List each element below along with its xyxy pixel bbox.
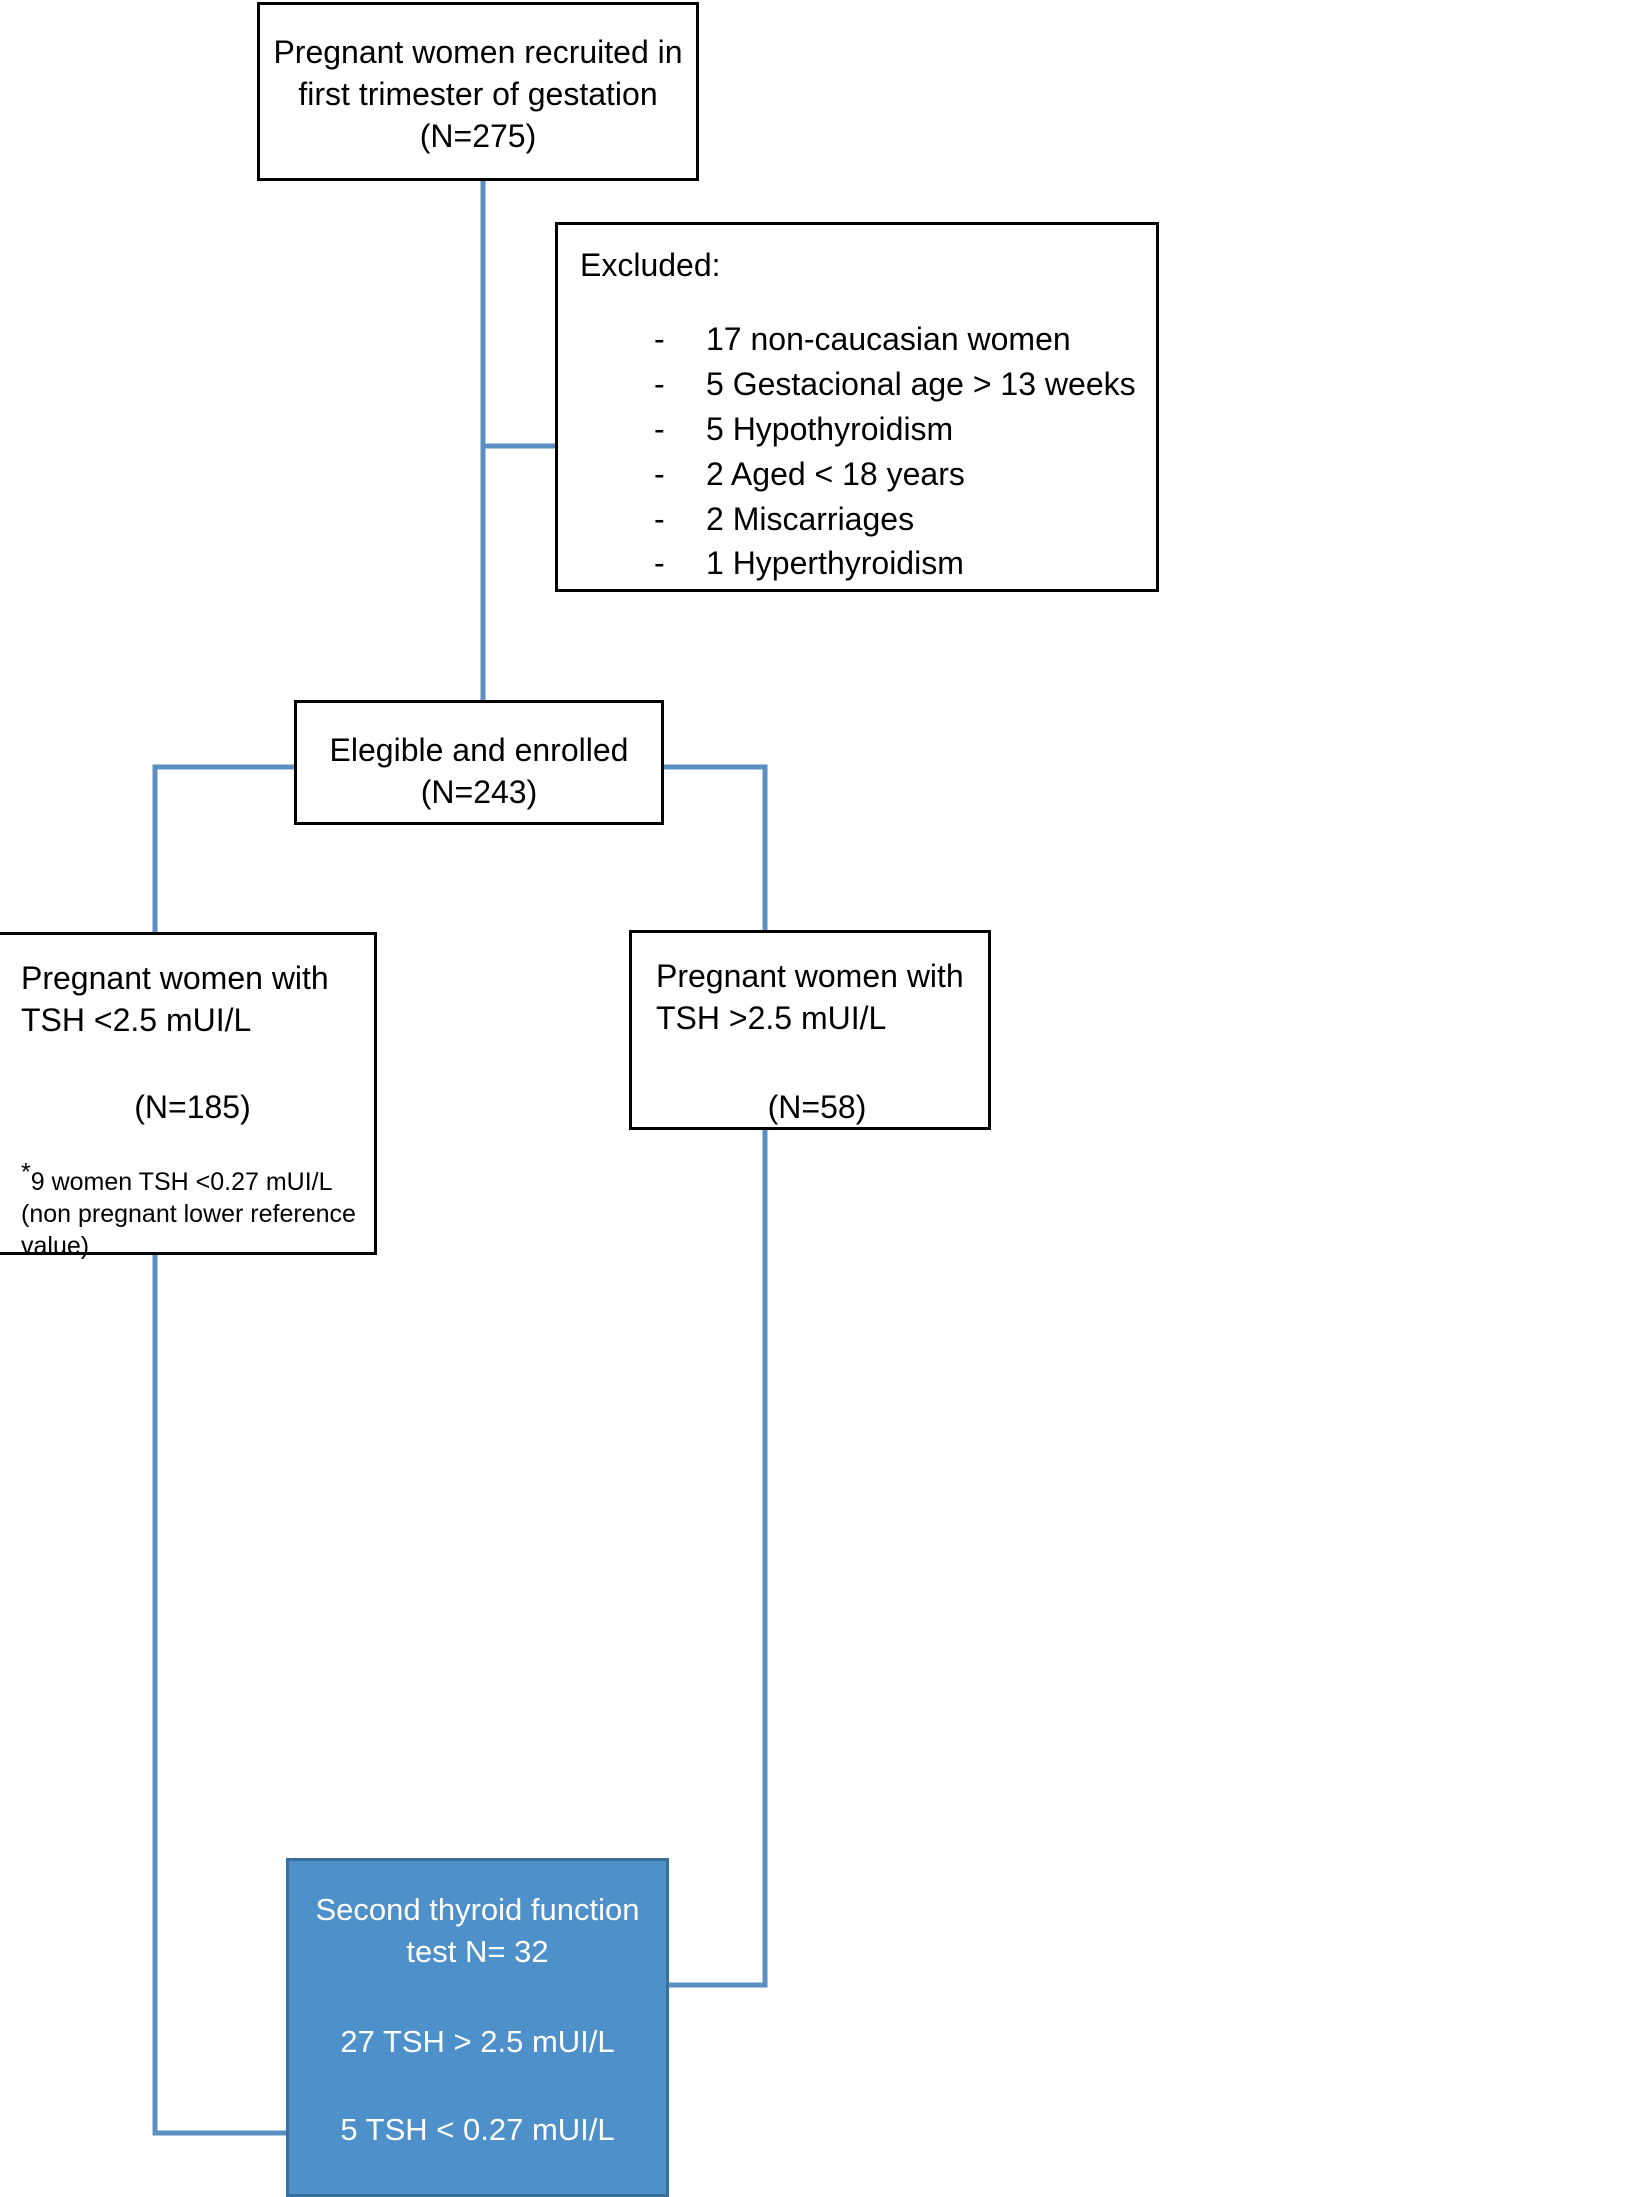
node-excluded-content: Excluded: - 17 non-caucasian women - 5 G… (558, 225, 1156, 585)
node-high-tsh-line2: TSH >2.5 mUI/L (656, 1000, 887, 1037)
node-eligible-count: (N=243) (420, 774, 538, 811)
connector-eligible-to-high (664, 764, 768, 930)
excluded-reason-4: 2 Miscarriages (706, 500, 915, 537)
connector-eligible-to-low (152, 764, 294, 932)
node-second-test-content: Second thyroid function test N= 32 27 TS… (289, 1861, 666, 2148)
node-low-tsh-content: Pregnant women with TSH <2.5 mUI/L (N=18… (0, 935, 374, 1262)
bullet-dash-icon: - (654, 365, 665, 402)
node-low-tsh-note: *9 women TSH <0.27 mUI/L (non pregnant l… (21, 1161, 364, 1262)
node-second-test-line3: 27 TSH > 2.5 mUI/L (340, 2024, 615, 2060)
note-line1: 9 women TSH <0.27 mUI/L (30, 1168, 333, 1197)
excluded-reason-5: 1 Hyperthyroidism (706, 545, 964, 582)
node-eligible-line1: Elegible and enrolled (329, 732, 629, 768)
node-low-tsh-line2: TSH <2.5 mUI/L (21, 1002, 252, 1039)
node-second-test-line2: test N= 32 (406, 1933, 549, 1969)
node-second-test-line1: Second thyroid function (315, 1892, 640, 1927)
connector-high-to-second (669, 1130, 768, 1988)
node-high-tsh: Pregnant women with TSH >2.5 mUI/L (N=58… (629, 930, 991, 1130)
list-item: - 5 Hypothyroidism (580, 408, 1156, 451)
node-recruited: Pregnant women recruited in first trimes… (257, 2, 699, 181)
node-second-thyroid-test: Second thyroid function test N= 32 27 TS… (286, 1858, 669, 2197)
note-line2: (non pregnant lower reference (21, 1200, 356, 1229)
node-eligible-enrolled: Elegible and enrolled (N=243) (294, 700, 664, 825)
list-item: - 2 Miscarriages (580, 498, 1156, 541)
node-eligible-content: Elegible and enrolled (N=243) (297, 703, 661, 813)
node-recruited-line2: first trimester of gestation (298, 76, 658, 113)
note-first-line: *9 women TSH <0.27 mUI/L (21, 1161, 364, 1198)
node-recruited-content: Pregnant women recruited in first trimes… (260, 5, 696, 158)
excluded-reason-3: 2 Aged < 18 years (706, 455, 965, 492)
excluded-reason-0: 17 non-caucasian women (706, 321, 1071, 357)
list-item: - 17 non-caucasian women (580, 318, 1156, 361)
excluded-reason-list: - 17 non-caucasian women - 5 Gestacional… (580, 318, 1156, 585)
list-item: - 5 Gestacional age > 13 weeks (580, 363, 1156, 406)
node-second-test-line4: 5 TSH < 0.27 mUI/L (340, 2112, 615, 2148)
node-low-tsh: Pregnant women with TSH <2.5 mUI/L (N=18… (0, 932, 377, 1260)
excluded-reason-2: 5 Hypothyroidism (706, 410, 954, 447)
connector-low-to-second (152, 1255, 286, 2136)
node-recruited-count: (N=275) (419, 118, 537, 155)
node-low-tsh-count: (N=185) (134, 1089, 251, 1126)
list-item: - 2 Aged < 18 years (580, 453, 1156, 496)
bullet-dash-icon: - (654, 410, 665, 447)
bullet-dash-icon: - (654, 321, 665, 357)
node-excluded-heading: Excluded: (580, 247, 721, 283)
excluded-reason-1: 5 Gestacional age > 13 weeks (706, 365, 1136, 402)
note-line3: value) (21, 1232, 90, 1261)
node-high-tsh-count: (N=58) (767, 1089, 867, 1126)
node-high-tsh-line1: Pregnant women with (656, 958, 964, 994)
node-high-tsh-content: Pregnant women with TSH >2.5 mUI/L (N=58… (632, 933, 988, 1126)
bullet-dash-icon: - (654, 545, 665, 582)
asterisk-marker: * (21, 1159, 31, 1188)
bullet-dash-icon: - (654, 500, 665, 537)
bullet-dash-icon: - (654, 455, 665, 492)
node-excluded: Excluded: - 17 non-caucasian women - 5 G… (555, 222, 1159, 592)
node-recruited-line1: Pregnant women recruited in (273, 34, 683, 70)
node-low-tsh-line1: Pregnant women with (21, 960, 329, 996)
list-item: - 1 Hyperthyroidism (580, 542, 1156, 585)
